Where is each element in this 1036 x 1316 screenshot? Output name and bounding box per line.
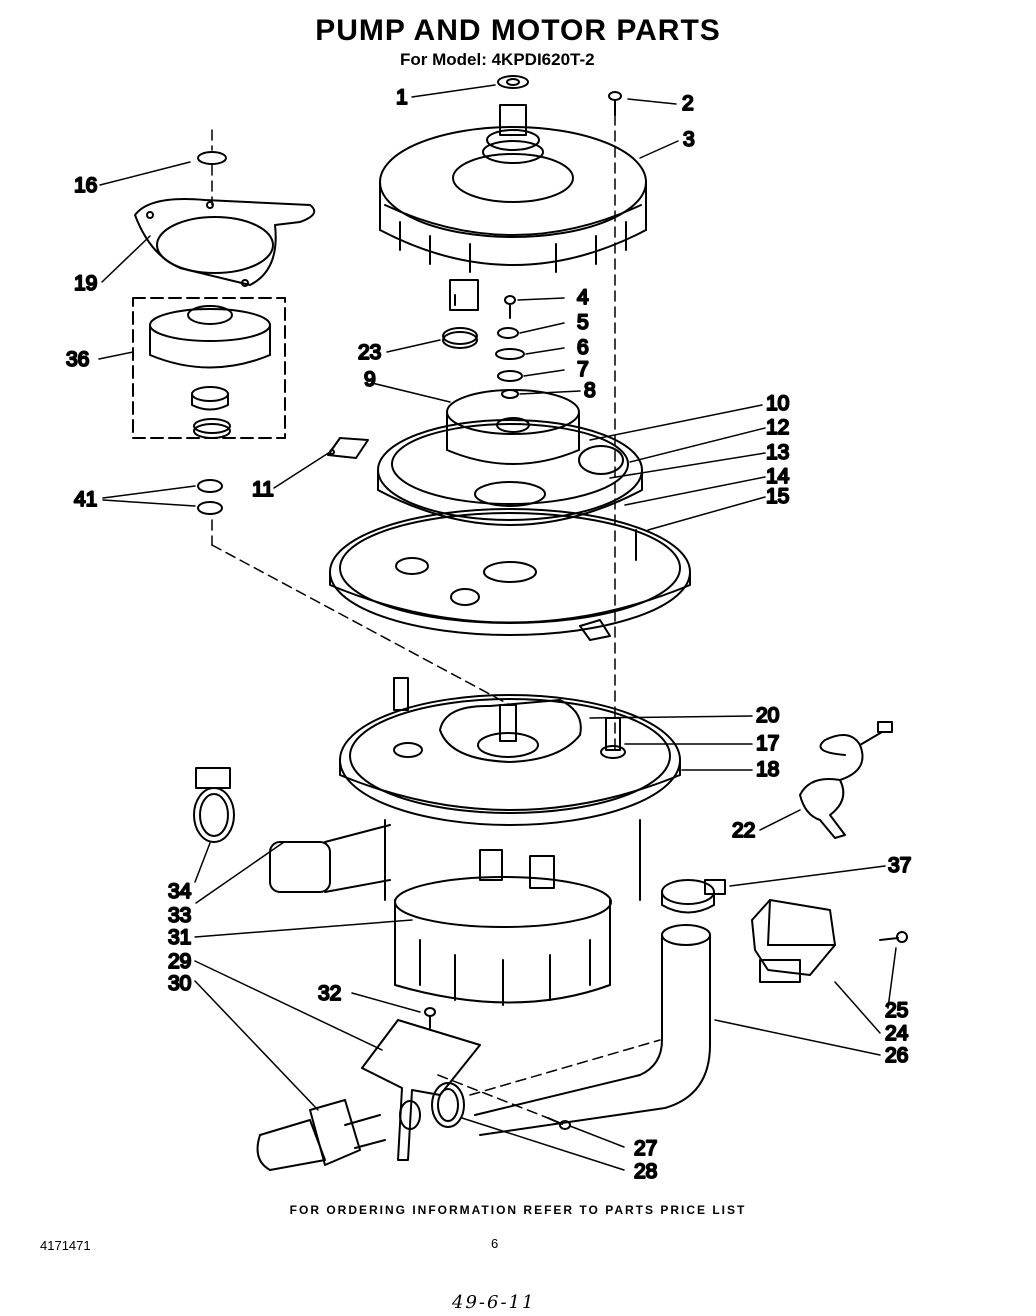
part-30-fitting xyxy=(256,1099,386,1171)
part-3-motor-housing xyxy=(379,104,647,311)
callout-6: 6 xyxy=(577,336,589,359)
callout-23: 23 xyxy=(358,341,381,364)
callout-2: 2 xyxy=(682,92,694,115)
callout-25: 25 xyxy=(885,999,908,1022)
callout-34: 34 xyxy=(168,880,192,903)
part-31-motor xyxy=(384,819,641,1006)
part-37-hose-clamp xyxy=(661,879,726,914)
callout-20: 20 xyxy=(756,704,779,727)
callout-5: 5 xyxy=(577,311,589,334)
callout-30: 30 xyxy=(168,972,191,995)
part-7-retainer xyxy=(497,370,523,382)
part-41-orings xyxy=(197,479,223,515)
callout-36: 36 xyxy=(66,348,89,371)
part-29-bracket xyxy=(361,1019,481,1161)
handwritten-note: 49-6-11 xyxy=(452,1292,536,1313)
callout-8: 8 xyxy=(584,379,596,402)
page-title: PUMP AND MOTOR PARTS xyxy=(315,14,721,47)
callout-7: 7 xyxy=(577,358,589,381)
part-8-washer xyxy=(501,389,519,399)
part-24-switch xyxy=(751,899,836,983)
part-19-gasket xyxy=(134,198,316,287)
part-32-screw xyxy=(424,1007,436,1029)
part-12-pump-housing xyxy=(377,419,643,526)
leader-lines xyxy=(98,84,897,1171)
ordering-note: FOR ORDERING INFORMATION REFER TO PARTS … xyxy=(289,1203,747,1217)
model-subtitle: For Model: 4KPDI620T-2 xyxy=(400,50,595,69)
callout-22: 22 xyxy=(732,819,755,842)
part-33-inlet-hose xyxy=(269,824,391,893)
part-5-lockwasher xyxy=(497,327,519,339)
part-2-screw xyxy=(608,91,622,116)
part-6-washer xyxy=(495,348,525,360)
callout-31: 31 xyxy=(168,926,191,949)
part-28-clamp xyxy=(431,1082,465,1128)
part-22-sensor xyxy=(799,721,893,839)
part-23-seal xyxy=(442,327,478,349)
callout-17: 17 xyxy=(756,732,779,755)
callout-27: 27 xyxy=(634,1137,657,1160)
part-18-pump-base xyxy=(339,677,681,826)
callout-16: 16 xyxy=(74,174,97,197)
part-1-washer xyxy=(497,75,529,89)
page-number: 6 xyxy=(491,1236,499,1251)
callout-15: 15 xyxy=(766,485,789,508)
callout-10: 10 xyxy=(766,392,789,415)
callout-28: 28 xyxy=(634,1160,657,1183)
part-16-oring xyxy=(197,151,227,165)
callout-41: 41 xyxy=(74,488,97,511)
part-26-drain-hose xyxy=(474,924,711,1136)
callout-numbers: 1 2 3 4 5 6 7 8 9 10 11 12 13 14 15 16 1… xyxy=(65,85,912,1184)
callout-19: 19 xyxy=(74,272,97,295)
alignment-lines xyxy=(211,114,661,1119)
part-34-hose-clamp xyxy=(193,767,235,843)
callout-11: 11 xyxy=(252,478,274,501)
part-27-screw xyxy=(547,1117,571,1130)
callout-29: 29 xyxy=(168,950,191,973)
part-4-screw xyxy=(504,295,516,319)
part-11-clip xyxy=(327,437,369,459)
part-36-seal-assembly xyxy=(132,297,286,439)
callout-32: 32 xyxy=(318,982,341,1005)
callout-1: 1 xyxy=(396,86,408,109)
callout-24: 24 xyxy=(885,1022,909,1045)
callout-9: 9 xyxy=(364,368,376,391)
callout-13: 13 xyxy=(766,441,789,464)
callout-12: 12 xyxy=(766,416,789,439)
callout-4: 4 xyxy=(577,286,589,309)
part-25-screw xyxy=(879,931,908,943)
callout-33: 33 xyxy=(168,904,191,927)
part-20-gasket xyxy=(439,699,582,763)
callout-3: 3 xyxy=(683,128,695,151)
callout-18: 18 xyxy=(756,758,779,781)
callout-14: 14 xyxy=(766,465,790,488)
document-number: 4171471 xyxy=(40,1238,91,1253)
callout-26: 26 xyxy=(885,1044,908,1067)
callout-37: 37 xyxy=(888,854,911,877)
part-15-base-plate xyxy=(329,508,691,641)
